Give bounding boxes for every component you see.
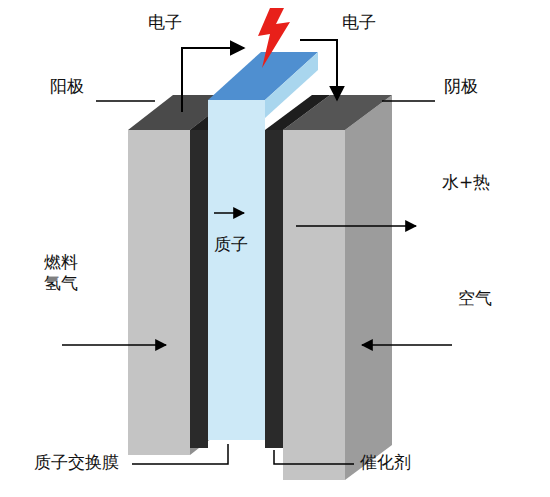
water-heat-label: 水+热 (442, 172, 490, 193)
leader-line (96, 100, 155, 102)
water-arrow (296, 225, 416, 227)
air-arrow (362, 344, 452, 346)
electron-wire (300, 40, 337, 100)
electron-wire (182, 48, 244, 112)
cathode-front (283, 130, 345, 480)
anode-front (128, 130, 190, 455)
leader-line (132, 444, 228, 464)
electron-label: 电子 (148, 12, 182, 33)
lightning-bolt (258, 8, 290, 68)
fuel-label: 燃料 氢气 (44, 252, 81, 295)
electron-label: 电子 (342, 12, 376, 33)
membrane-edge (265, 52, 318, 118)
cathode-side (345, 95, 392, 480)
catalyst-left (190, 130, 208, 448)
catalyst-label: 催化剂 (360, 452, 411, 473)
cathode-label: 阴极 (444, 76, 478, 97)
membrane-front (208, 100, 265, 440)
proton-label: 质子 (214, 234, 248, 255)
hydrogen-arrow (62, 344, 166, 346)
proton-arrow (214, 212, 244, 214)
membrane-label: 质子交换膜 (34, 452, 119, 473)
catalyst-right (265, 130, 283, 448)
air-label: 空气 (458, 288, 492, 309)
anode-label: 阳极 (50, 76, 84, 97)
leader-line (274, 450, 354, 464)
leader-line (382, 100, 435, 102)
